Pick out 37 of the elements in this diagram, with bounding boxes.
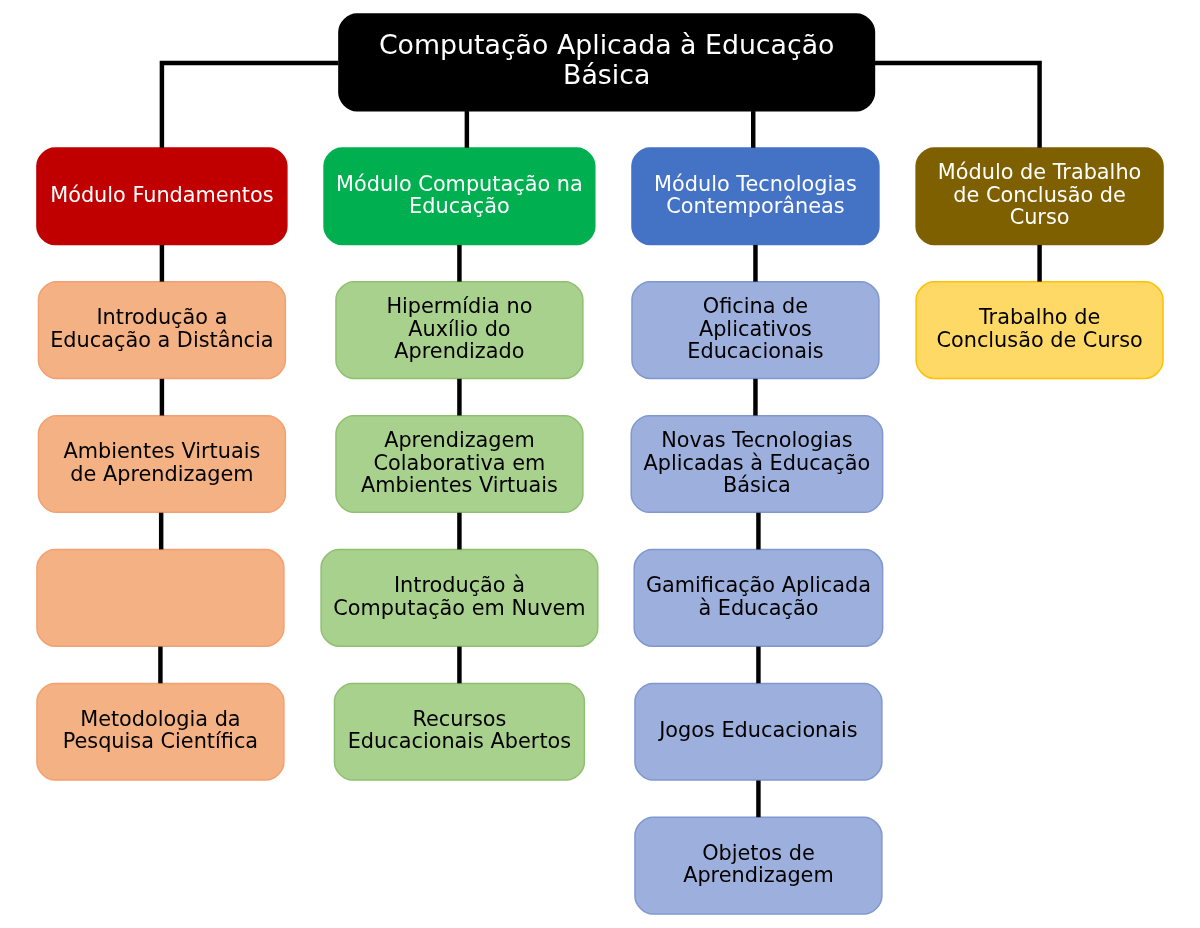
node-box: Computação Aplicada à Educação Básica [338, 13, 876, 112]
node-box: Recursos Educacionais Abertos [333, 682, 586, 781]
connector [457, 646, 462, 684]
connector [457, 512, 462, 550]
node-box: Introdução à Computação em Nuvem [320, 548, 599, 647]
node-box: Jogos Educacionais [634, 682, 883, 781]
node-box: Metodologia da Pesquisa Científica [36, 682, 285, 781]
node-box: Trabalho de Conclusão de Curso [915, 281, 1164, 380]
connector [753, 244, 758, 282]
connector [159, 244, 165, 282]
connector [159, 378, 165, 416]
node-box: Módulo Tecnologias Contemporâneas [631, 147, 880, 246]
node-box [36, 548, 285, 647]
connector [756, 646, 761, 684]
connector [464, 111, 470, 148]
node-box: Gamificação Aplicada à Educação [633, 548, 884, 647]
connector [753, 378, 758, 416]
connector [874, 60, 1042, 148]
node-box: Aprendizagem Colaborativa em Ambientes Virtuais [335, 414, 584, 514]
connector [751, 111, 756, 148]
node-box: Módulo de Trabalho de Conclusão de Curso [915, 147, 1164, 246]
connector [457, 244, 462, 282]
connector [1037, 244, 1042, 282]
connector [158, 512, 164, 550]
connector [457, 378, 462, 416]
connector [756, 512, 761, 550]
node-box: Hipermídia no Auxílio do Aprendizado [335, 281, 584, 380]
node-box: Objetos de Aprendizagem [634, 816, 883, 915]
connector [158, 646, 163, 684]
node-box: Módulo Computação na Educação [323, 147, 596, 246]
connector [159, 60, 339, 148]
connector [756, 780, 761, 818]
node-box: Ambientes Virtuais de Aprendizagem [37, 414, 287, 514]
node-box: Oficina de Aplicativos Educacionais [631, 281, 880, 380]
node-box: Introdução a Educação a Distância [37, 281, 287, 380]
node-box: Novas Tecnologias Aplicadas à Educação Básica [630, 414, 884, 514]
node-box: Módulo Fundamentos [36, 147, 288, 246]
